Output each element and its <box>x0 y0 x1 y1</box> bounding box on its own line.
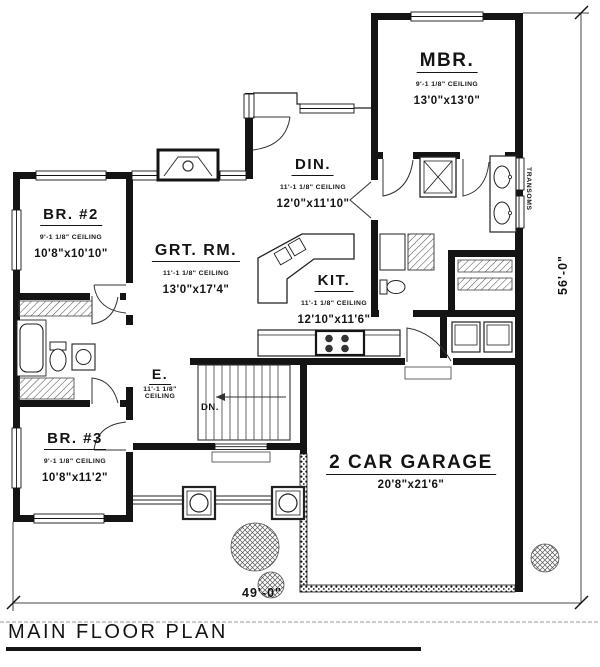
shrub <box>257 571 285 599</box>
window <box>11 209 22 271</box>
porch-column <box>270 485 306 521</box>
bath-vanity <box>71 343 96 371</box>
stove <box>314 329 366 357</box>
shrub <box>530 543 560 573</box>
transoms-label: TRANSOMS <box>525 167 532 211</box>
stairs-arrow <box>216 393 225 401</box>
window <box>219 170 247 181</box>
dimension-height-label: 56'-0" <box>556 255 570 295</box>
kitchen-island <box>257 233 355 304</box>
shower <box>419 156 457 198</box>
porch-column <box>181 485 217 521</box>
pantry-and-fridge <box>379 233 435 271</box>
dining-nook-edge <box>253 92 371 109</box>
window <box>33 513 105 524</box>
front-door-step <box>211 451 271 463</box>
laundry-washer-dryer <box>451 321 513 353</box>
door-swings <box>91 116 490 451</box>
title-underline <box>6 647 421 651</box>
windows <box>11 11 525 524</box>
dimension-width-label: 49'-0" <box>242 586 282 600</box>
window <box>299 103 355 114</box>
garage-door-step <box>404 366 452 380</box>
porch-railing <box>133 495 272 505</box>
dimension-ticks <box>6 5 589 610</box>
window <box>35 170 107 181</box>
toilet <box>49 341 67 372</box>
porch <box>133 485 306 521</box>
front-door-threshold <box>214 443 268 450</box>
shrub <box>230 522 280 572</box>
plan-title: MAIN FLOOR PLAN <box>8 621 228 643</box>
closet-shelves <box>18 300 93 400</box>
window <box>410 11 484 22</box>
shrubs <box>230 522 560 599</box>
window <box>131 170 159 181</box>
stippled-walls <box>299 453 516 593</box>
walk-in-closet-shelves <box>457 259 513 291</box>
stairs-down-label: DN. <box>201 402 219 413</box>
double-vanity <box>489 155 517 233</box>
stairs <box>197 364 291 441</box>
window <box>243 93 255 119</box>
fireplace <box>156 148 220 182</box>
dimension-lines <box>6 5 589 611</box>
bathtub <box>16 319 47 377</box>
toilet <box>379 279 406 295</box>
window <box>11 427 22 489</box>
